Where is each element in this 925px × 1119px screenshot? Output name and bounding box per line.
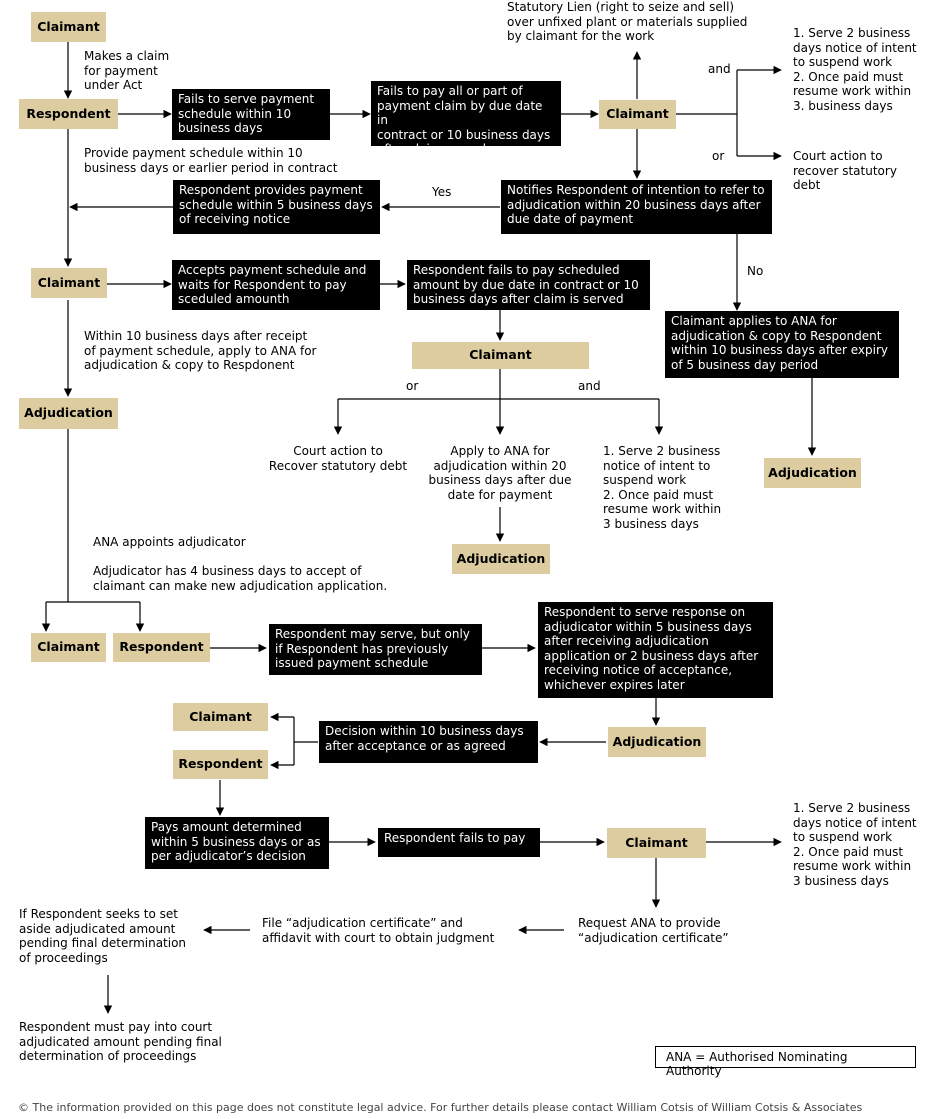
- and-label-mid: and: [578, 379, 601, 393]
- court-action-top-text: Court action to recover statutory debt: [793, 149, 897, 192]
- ana-legend: ANA = Authorised Nominating Authority: [655, 1046, 916, 1078]
- adjudication-right-box: Adjudication: [764, 458, 861, 488]
- notifies-respondent-box: Notifies Respondent of intention to refe…: [501, 180, 772, 234]
- adjudication-fourth-box: Adjudication: [608, 727, 706, 757]
- no-label: No: [747, 264, 764, 278]
- claimant-right-box: Claimant: [599, 100, 676, 129]
- respondent-third-box: Respondent: [113, 633, 210, 662]
- claimant-applies-box: Claimant applies to ANA for adjudication…: [665, 311, 899, 378]
- within-10-days-text: Within 10 business days after receipt of…: [84, 329, 317, 372]
- respondent-fails-pay-box: Respondent fails to pay: [378, 828, 540, 857]
- respondent-to-serve-box: Respondent to serve response on adjudica…: [538, 602, 773, 698]
- claimant-start-box: Claimant: [31, 12, 106, 42]
- claimant-fourth-box: Claimant: [173, 703, 268, 731]
- if-respondent-text: If Respondent seeks to set aside adjudic…: [19, 907, 187, 965]
- respondent-must-pay-text: Respondent must pay into court adjudicat…: [19, 1020, 222, 1063]
- respondent-may-serve-box: Respondent may serve, but only if Respon…: [269, 624, 482, 675]
- statutory-lien-text: Statutory Lien (right to seize and sell)…: [507, 0, 748, 43]
- suspend-work-bottom-text: 1. Serve 2 business days notice of inten…: [793, 801, 917, 888]
- respondent-fails-scheduled-box: Respondent fails to pay scheduled amount…: [407, 260, 650, 310]
- respondent-provides-box: Respondent provides payment schedule wit…: [173, 180, 380, 234]
- ana-appoints-text: ANA appoints adjudicator Adjudicator has…: [93, 535, 388, 593]
- respondent-box: Respondent: [19, 99, 118, 129]
- file-certificate-text: File “adjudication certificate” and affi…: [262, 916, 495, 945]
- claimant-mid-box: Claimant: [412, 342, 589, 369]
- fails-pay-claim-box: Fails to pay all or part of payment clai…: [371, 81, 561, 156]
- pays-amount-box: Pays amount determined within 5 business…: [145, 817, 329, 869]
- accepts-schedule-box: Accepts payment schedule and waits for R…: [172, 260, 380, 310]
- or-label-top: or: [712, 149, 725, 163]
- and-label-top: and: [708, 62, 731, 76]
- court-action-mid-text: Court action to Recover statutory debt: [268, 444, 408, 473]
- claimant-third-box: Claimant: [31, 633, 106, 662]
- suspend-work-mid-text: 1. Serve 2 business notice of intent to …: [603, 444, 722, 531]
- decision-box: Decision within 10 business days after a…: [319, 721, 538, 763]
- request-ana-text: Request ANA to provide “adjudication cer…: [578, 916, 729, 945]
- fails-serve-box: Fails to serve payment schedule within 1…: [172, 89, 330, 140]
- adjudication-mid-box: Adjudication: [452, 544, 550, 574]
- provide-schedule-text: Provide payment schedule within 10 busin…: [84, 146, 338, 175]
- claimant-fifth-box: Claimant: [607, 828, 706, 858]
- footer-disclaimer: © The information provided on this page …: [18, 1101, 863, 1114]
- claimant-second-box: Claimant: [31, 268, 107, 298]
- or-label-mid: or: [406, 379, 419, 393]
- apply-ana-text: Apply to ANA for adjudication within 20 …: [428, 444, 572, 502]
- respondent-fourth-box: Respondent: [173, 750, 268, 779]
- makes-claim-text: Makes a claim for payment under Act: [84, 49, 170, 92]
- suspend-work-top-text: 1. Serve 2 business days notice of inten…: [793, 26, 917, 113]
- yes-label: Yes: [432, 185, 452, 199]
- adjudication-left-box: Adjudication: [19, 398, 118, 429]
